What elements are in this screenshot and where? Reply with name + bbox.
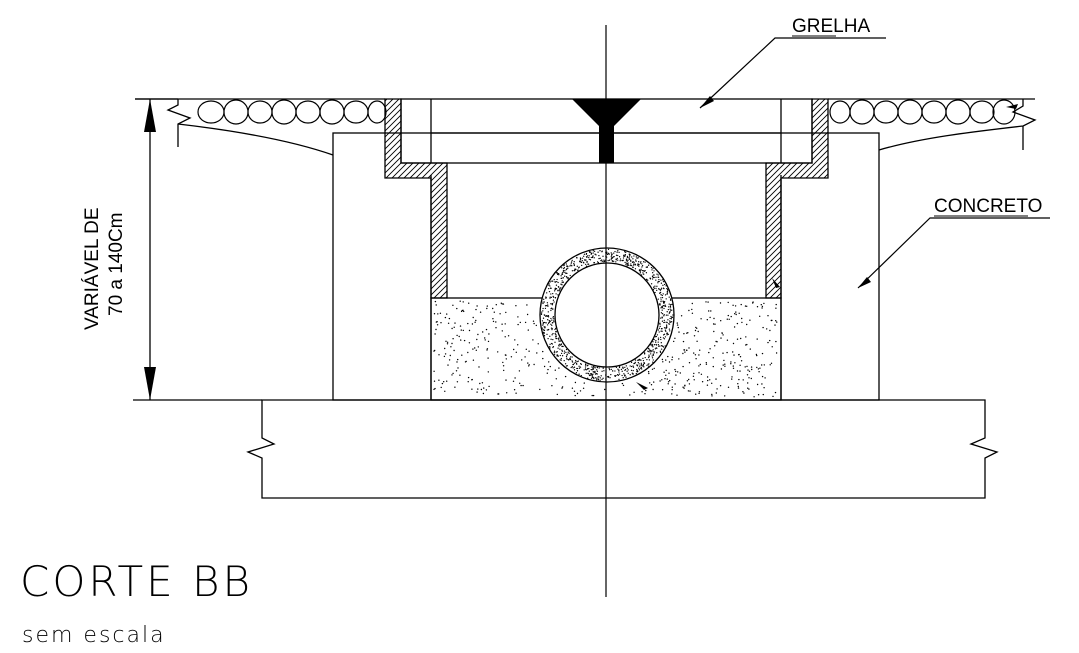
concreto-leader xyxy=(857,217,1050,289)
grelha-leader-arrow xyxy=(700,96,714,108)
small-leader-cobble xyxy=(1006,104,1018,109)
cobble-layer-left xyxy=(197,99,387,125)
frame-hatch-right xyxy=(765,98,829,299)
pavement-right xyxy=(828,98,1037,151)
grelha-leader xyxy=(699,37,886,109)
section-subtitle: sem escala xyxy=(22,623,166,648)
cobble-layer-right xyxy=(829,99,1016,125)
dimension-label-2: 70 a 140Cm xyxy=(106,212,127,316)
concreto-leader-arrow xyxy=(858,277,871,288)
pavement-left xyxy=(135,98,385,156)
grelha-label: GRELHA xyxy=(792,16,870,37)
dimension-label-1: VARIÁVEL DE xyxy=(82,208,103,331)
small-leader-frame xyxy=(772,278,780,288)
pipe-inner xyxy=(554,262,660,368)
concreto-label: CONCRETO xyxy=(934,196,1042,217)
small-leader-pipe xyxy=(636,382,648,390)
dimension-arrow-top xyxy=(144,99,156,132)
sand-texture xyxy=(433,300,778,398)
pipe-wall-texture xyxy=(540,248,674,381)
frame-hatch-left xyxy=(384,98,448,299)
base-slab xyxy=(246,399,999,499)
dimension-arrow-bottom xyxy=(144,367,156,400)
section-title: CORTE BB xyxy=(20,557,253,606)
